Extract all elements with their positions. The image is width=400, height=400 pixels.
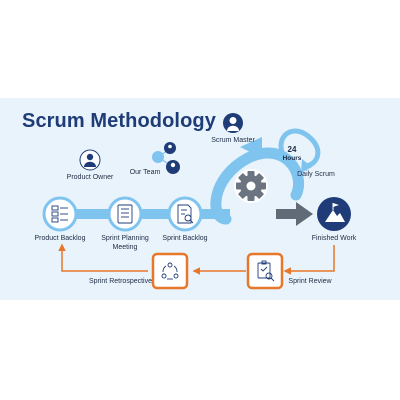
daily-scrum-loop: [278, 128, 321, 173]
sprint-review-icon: [246, 252, 284, 290]
return-arrow: [283, 245, 335, 275]
sprint-planning-icon: [107, 196, 143, 232]
sprint-retrospective-label: Sprint Retrospective: [88, 278, 152, 285]
flow-arrow-icon: [276, 202, 313, 226]
product-backlog-label: Product Backlog: [34, 235, 86, 242]
finished-work-label: Finished Work: [311, 235, 357, 242]
sprint-backlog-icon: [167, 196, 203, 232]
gear-icon: [234, 169, 268, 203]
retro-to-backlog-arrow: [58, 243, 148, 272]
product-owner-icon: [79, 149, 101, 171]
product-owner-label: Product Owner: [66, 174, 114, 181]
sprint-planning-label: Sprint Planning Meeting: [101, 235, 149, 251]
sprint-loop: [210, 137, 305, 225]
cycle-number: 24: [288, 145, 297, 154]
sprint-review-label: Sprint Review: [288, 278, 332, 285]
diagram-title: Scrum Methodology: [22, 110, 216, 132]
scrum-master-label: Scrum Master: [211, 137, 255, 144]
scrum-master-icon: [223, 113, 243, 133]
cycle-unit: Hours: [283, 155, 302, 162]
daily-scrum-label: Daily Scrum: [297, 171, 335, 178]
product-backlog-icon: [42, 196, 78, 232]
sprint-backlog-label: Sprint Backlog: [162, 235, 208, 242]
finished-work-icon: [317, 197, 351, 231]
flow-band: [60, 209, 230, 219]
sprint-retrospective-icon: [151, 252, 189, 290]
our-team-label: Our Team: [129, 169, 161, 176]
team-network-icon: [152, 142, 180, 174]
